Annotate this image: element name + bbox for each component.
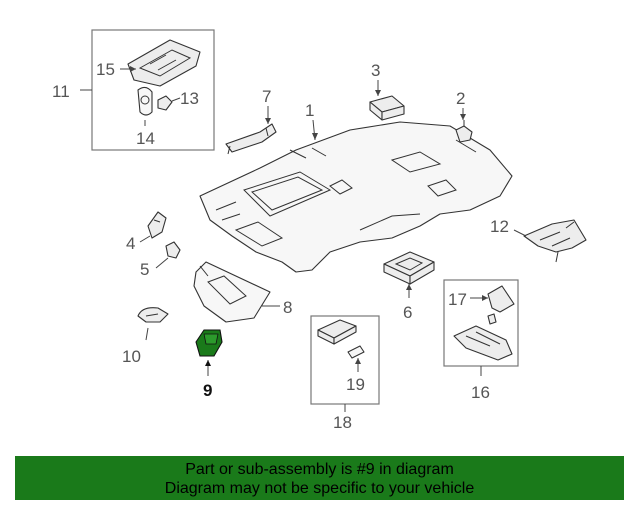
sun-visor-part-8 [193,261,271,323]
callout-19: 19 [346,375,365,394]
bracket-part-4 [147,211,167,239]
visor-holder-part-10 [137,307,169,323]
dome-lamp-part-6 [383,251,435,285]
bracket-part-16 [453,313,513,361]
callout-16: 16 [471,383,490,402]
grab-handle-part-7 [225,123,277,155]
callout-12: 12 [490,217,509,236]
clip-part-5 [165,241,181,259]
info-banner: Part or sub-assembly is #9 in diagram Di… [15,456,624,500]
callout-18: 18 [333,413,352,432]
callout-3: 3 [371,61,380,80]
callout-6: 6 [403,303,412,322]
lamp-lens-part-14 [137,86,153,116]
bulb-part-19 [347,345,365,359]
callout-15: 15 [96,60,115,79]
callout-14: 14 [136,129,155,148]
banner-line-2: Diagram may not be specific to your vehi… [164,480,475,497]
clip-part-2 [455,120,473,143]
highlighted-part-9 [195,329,223,357]
callout-5: 5 [140,260,149,279]
callout-7: 7 [262,87,271,106]
callout-11: 11 [52,82,70,101]
callout-1: 1 [305,101,314,120]
overhead-console-part-15 [127,39,201,87]
cover-part-17 [487,285,515,313]
callout-2: 2 [456,89,465,108]
bulb-part-13 [157,95,173,111]
lamp-lens-part-18 [317,319,357,345]
headliner-part-1 [199,121,513,273]
pad-part-3 [369,95,405,121]
callout-4: 4 [126,234,135,253]
callout-9: 9 [203,381,212,400]
bracket-part-12 [523,219,587,263]
banner-line-1: Part or sub-assembly is #9 in diagram [185,461,454,478]
callout-8: 8 [283,298,292,317]
callout-13: 13 [180,89,199,108]
callout-17: 17 [448,290,467,309]
parts-diagram: 11 15 14 13 1 2 [52,29,587,432]
callout-10: 10 [122,347,141,366]
